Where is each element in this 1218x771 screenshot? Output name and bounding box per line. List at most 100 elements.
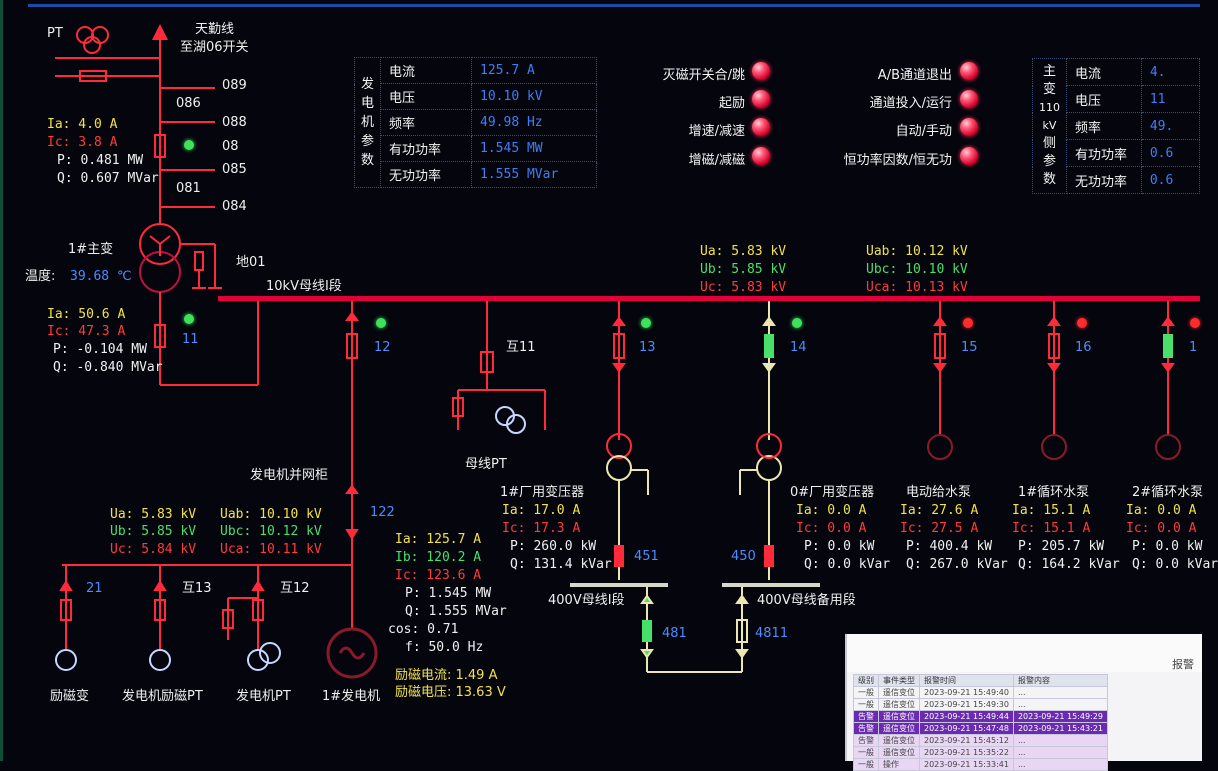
feeder-21-label[interactable]: 21 (86, 581, 103, 596)
control-channel-exit-button[interactable] (960, 62, 978, 80)
switch-081[interactable]: 081 (176, 181, 201, 196)
control-excitation-button[interactable] (752, 147, 770, 165)
temperature-label: 温度: (25, 269, 56, 284)
tx-voltage-value: 11 (1140, 85, 1201, 113)
control-exciter-breaker-button[interactable] (752, 62, 770, 80)
main-transformer-symbol (139, 223, 181, 293)
switch-085[interactable]: 085 (222, 162, 247, 177)
gen-current-label: 电流 (380, 57, 473, 84)
tx-reactive-power-label: 无功功率 (1066, 166, 1142, 194)
top-frame-line (28, 4, 1200, 7)
feeder-11-q: Q: -0.840 MVar (53, 360, 163, 375)
breaker-451-label[interactable]: 451 (634, 549, 659, 564)
switch-086[interactable]: 086 (176, 96, 201, 111)
bus-pt-transformer (495, 406, 526, 434)
ground-switch-label[interactable]: 地01 (236, 255, 266, 270)
gen-panel-ubc: Ubc: 10.12 kV (220, 524, 322, 539)
alarm-col-content[interactable]: 报警内容 (1012, 674, 1108, 687)
switch-08-status (184, 140, 194, 150)
feeder-16-label[interactable]: 16 (1075, 340, 1092, 355)
gen-panel-ia: Ia: 125.7 A (395, 532, 482, 547)
feed-pump-p: P: 400.4 kW (906, 539, 993, 554)
alarm-col-type[interactable]: 事件类型 (878, 674, 920, 687)
gen-active-power-value: 1.545 MW (471, 135, 598, 162)
feed-pump-q: Q: 267.0 kVar (906, 557, 1008, 572)
feeder-13-label[interactable]: 13 (639, 340, 656, 355)
pt-12-label[interactable]: 互12 (280, 581, 310, 596)
switch-084[interactable]: 084 (222, 199, 247, 214)
bus-uab: Uab: 10.12 kV (866, 244, 968, 259)
circ-pump-1-q: Q: 164.2 kVar (1018, 557, 1120, 572)
pt-symbol (76, 26, 109, 54)
bus-400v-spare (722, 583, 820, 587)
breaker-450-label[interactable]: 450 (731, 549, 756, 564)
switch-089[interactable]: 089 (222, 78, 247, 93)
feeder-13-line (606, 301, 632, 459)
ground-switch-symbol (180, 243, 222, 289)
tx-voltage-label: 电压 (1066, 85, 1142, 113)
line-name: 天勤线 (195, 22, 235, 37)
alarm-col-level[interactable]: 级别 (853, 674, 879, 687)
feeder-12-status (376, 318, 386, 328)
control-channel-run-label: 通道投入/运行 (869, 96, 952, 111)
gen-panel-title: 发电机并网柜 (250, 468, 329, 483)
circ-pump-1-name: 1#循环水泵 (1018, 485, 1090, 500)
bus-pt-11-label[interactable]: 互11 (506, 340, 536, 355)
circ-pump-1-p: P: 205.7 kW (1018, 539, 1105, 554)
control-excitation-label: 增磁/减磁 (688, 153, 745, 168)
bus-400v-spare-label: 400V母线备用段 (757, 593, 856, 608)
feeder-17-label[interactable]: 1 (1189, 340, 1198, 355)
tx0-ia: Ia: 0.0 A (796, 503, 867, 518)
circ-pump-2-name: 2#循环水泵 (1132, 485, 1204, 500)
control-auto-manual-label: 自动/手动 (895, 124, 952, 139)
tx1-ia: Ia: 17.0 A (502, 503, 581, 518)
breaker-4811-label[interactable]: 4811 (755, 626, 789, 641)
gen-frequency-label: 频率 (380, 109, 473, 136)
bus-ubc: Ubc: 10.10 kV (866, 262, 968, 277)
control-power-factor-button[interactable] (960, 147, 978, 165)
tx-reactive-power-value: 0.6 (1140, 166, 1201, 194)
feeder-14-label[interactable]: 14 (790, 340, 807, 355)
control-start-excitation-button[interactable] (752, 90, 770, 108)
breaker-122-label[interactable]: 122 (370, 505, 395, 520)
switch-088[interactable]: 088 (222, 115, 247, 130)
tie-breakers (640, 587, 749, 673)
bus-400v-1-label: 400V母线I段 (548, 593, 625, 608)
feeder-15-label[interactable]: 15 (961, 340, 978, 355)
control-channel-run-button[interactable] (960, 90, 978, 108)
switch-08[interactable]: 08 (222, 139, 239, 154)
pt-13-label[interactable]: 互13 (182, 581, 212, 596)
feeder-12-label[interactable]: 12 (374, 340, 391, 355)
feeder-11-label[interactable]: 11 (182, 332, 199, 347)
control-start-excitation-label: 起励 (718, 96, 745, 111)
feed-pump-ia: Ia: 27.6 A (900, 503, 979, 518)
control-speed-button[interactable] (752, 118, 770, 136)
bus-pt-label: 母线PT (465, 457, 507, 472)
circ-pump-2-ic: Ic: 0.0 A (1126, 521, 1197, 536)
excitation-tx-label: 励磁变 (50, 689, 90, 704)
generator-symbol (326, 627, 378, 679)
feeder-12-line (345, 301, 359, 565)
control-speed-label: 增速/减速 (688, 124, 745, 139)
alarm-popup-title: 报警 (1172, 658, 1194, 671)
bus-pt-11 (452, 301, 546, 430)
feeder-11-status (184, 314, 194, 324)
breaker-4811 (736, 619, 748, 643)
gen-panel-ib: Ib: 120.2 A (395, 550, 482, 565)
gen-panel-q: Q: 1.555 MVar (405, 604, 507, 619)
gen-panel-ub: Ub: 5.85 kV (110, 524, 197, 539)
alarm-col-time[interactable]: 报警时间 (919, 674, 1014, 687)
tx0-name: 0#厂用变压器 (790, 485, 875, 500)
control-auto-manual-button[interactable] (960, 118, 978, 136)
breaker-481-label[interactable]: 481 (662, 626, 687, 641)
